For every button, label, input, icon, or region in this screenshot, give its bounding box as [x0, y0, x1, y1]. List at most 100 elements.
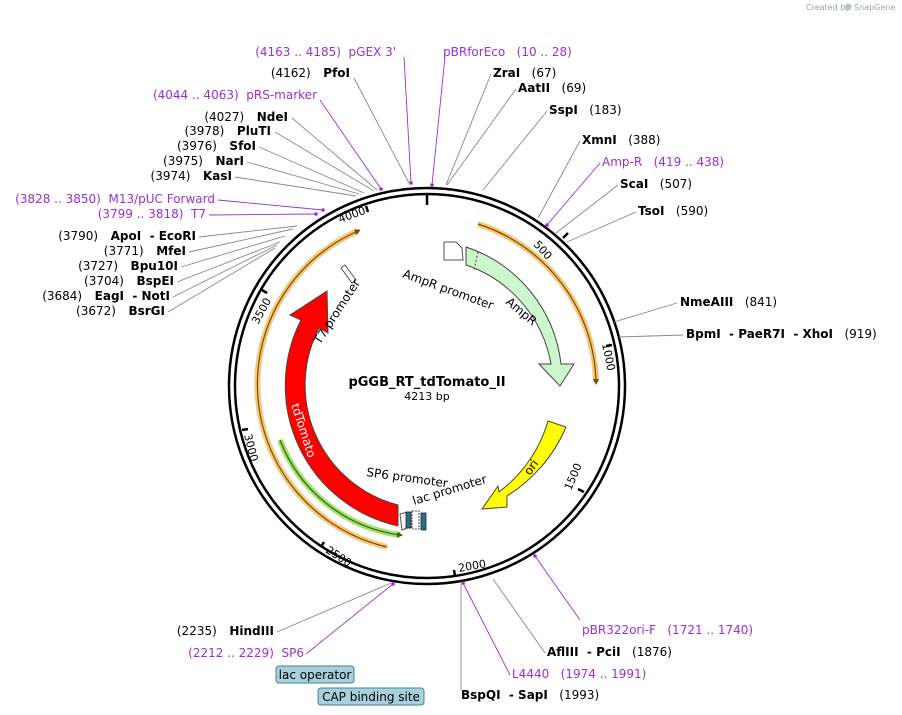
enzyme-label[interactable]: (3672) BsrGI: [76, 304, 165, 318]
enzyme-label[interactable]: (3727) Bpu10I: [78, 259, 178, 273]
tick-label-2000: 2000: [457, 557, 487, 575]
enzyme-label[interactable]: ScaI (507): [620, 177, 692, 191]
feature-ampr-promoter[interactable]: [443, 241, 464, 261]
lac-operator-label[interactable]: lac operator: [275, 665, 355, 684]
enzyme-label[interactable]: (3790) ApoI - EcoRI: [58, 229, 196, 243]
enzyme-label[interactable]: (2235) HindIII: [177, 624, 274, 638]
enzyme-position: (3978): [184, 124, 224, 138]
cap-binding-text: CAP binding site: [322, 690, 420, 704]
enzyme-label[interactable]: (4162) PfoI: [271, 66, 350, 80]
primer-site-mark: [391, 582, 395, 586]
enzyme-name: BpmI - PaeR7I - XhoI: [686, 327, 833, 341]
feature-ori[interactable]: [480, 420, 567, 510]
enzyme-position: (388): [617, 133, 661, 147]
primer-label[interactable]: (2212 .. 2229) SP6: [188, 646, 304, 660]
enzyme-label[interactable]: (3974) KasI: [151, 169, 232, 183]
leader-line: [208, 213, 317, 216]
ampr-promoter-overlap: [473, 251, 479, 271]
enzyme-name: AflIII - PciI: [547, 645, 621, 659]
enzyme-label[interactable]: BpmI - PaeR7I - XhoI (919): [686, 327, 877, 341]
primer-site-mark: [321, 208, 325, 212]
leader-line: [537, 140, 581, 219]
leader-line: [446, 88, 517, 186]
primer-label[interactable]: pBRforEco (10 .. 28): [443, 45, 572, 59]
enzyme-position: (183): [578, 103, 622, 117]
leader-line: [353, 77, 410, 184]
snapgene-logo-icon: [844, 3, 852, 11]
enzyme-label[interactable]: (4027) NdeI: [204, 110, 288, 124]
enzyme-position: (919): [833, 327, 877, 341]
enzyme-name: HindIII: [217, 624, 274, 638]
ampr-arrow: [465, 246, 575, 387]
leader-line: [246, 161, 360, 195]
primer-label[interactable]: Amp-R (419 .. 438): [602, 155, 724, 169]
primer-label[interactable]: pBR322ori-F (1721 .. 1740): [582, 623, 753, 637]
leader-line: [534, 555, 581, 621]
enzyme-name: PluTI: [224, 124, 271, 138]
primer-site-mark: [461, 581, 465, 585]
leader-lines: [167, 56, 684, 690]
enzyme-position: (3976): [177, 139, 217, 153]
leader-line: [198, 225, 298, 238]
leader-line: [618, 334, 684, 338]
primer-site-mark: [314, 212, 318, 216]
feature-small-elements[interactable]: [399, 510, 427, 531]
leader-line: [188, 228, 294, 253]
tick-1000: [605, 343, 613, 348]
outer-labels: (4163 .. 4185) pGEX 3' pBRforEco (10 .. 2…: [15, 45, 877, 702]
enzyme-label[interactable]: NmeAIII (841): [680, 295, 777, 309]
feature-t7-promoter[interactable]: [340, 264, 357, 284]
enzyme-label[interactable]: (3975) NarI: [163, 154, 244, 168]
primer-label[interactable]: (3828 .. 3850) M13/pUC Forward: [15, 192, 215, 206]
enzyme-name: TsoI: [638, 204, 664, 218]
tick-2000: [452, 569, 457, 577]
enzyme-name: NarI: [203, 154, 244, 168]
primer-site-mark: [379, 187, 383, 191]
enzyme-name: BspQI - SapI: [461, 688, 548, 702]
enzyme-position: (69): [550, 81, 586, 95]
credit-app: SnapGene: [854, 3, 895, 12]
enzyme-label[interactable]: AflIII - PciI (1876): [547, 645, 672, 659]
feature-tdtomato[interactable]: [284, 290, 399, 527]
leader-line: [431, 56, 446, 186]
enzyme-label[interactable]: (3771) MfeI: [104, 244, 186, 258]
enzyme-label[interactable]: XmnI (388): [582, 133, 660, 147]
tick-4000: [364, 205, 370, 213]
enzyme-label[interactable]: TsoI (590): [638, 204, 708, 218]
enzyme-label[interactable]: (3704) BspEI: [84, 274, 174, 288]
enzyme-name: Bpu10I: [118, 259, 178, 273]
credit-created-by: Created by: [806, 3, 850, 12]
enzyme-label[interactable]: (3684) EagI - NotI: [42, 289, 170, 303]
feature-ampr[interactable]: [465, 246, 575, 387]
enzyme-name: EagI - NotI: [82, 289, 170, 303]
primer-site-mark: [545, 223, 549, 227]
enzyme-position: (1993): [548, 688, 599, 702]
primer-label[interactable]: (4044 .. 4063) pRS-marker: [153, 88, 317, 102]
enzyme-name: AatII: [518, 81, 550, 95]
enzyme-label[interactable]: (3978) PluTI: [184, 124, 271, 138]
enzyme-name: NdeI: [244, 110, 288, 124]
enzyme-name: NmeAIII: [680, 295, 733, 309]
primer-label[interactable]: L4440 (1974 .. 1991): [512, 667, 646, 681]
enzyme-position: (67): [520, 66, 556, 80]
tick-1500: [577, 487, 585, 494]
leader-line: [291, 117, 378, 191]
orf-arc-ampr: [477, 223, 599, 385]
tdtomato-arrow: [284, 290, 399, 527]
enzyme-label[interactable]: SspI (183): [549, 103, 622, 117]
backbone-outer: [227, 186, 627, 586]
lac-operator-box: [275, 665, 355, 684]
enzyme-label[interactable]: (3976) SfoI: [177, 139, 256, 153]
cap-binding-block: [420, 512, 427, 531]
enzyme-label[interactable]: ZraI (67): [493, 66, 556, 80]
enzyme-label[interactable]: AatII (69): [518, 81, 586, 95]
leader-line: [172, 244, 278, 298]
leader-line: [613, 302, 678, 323]
feature-label-ampr-promoter: AmpR promoter: [401, 267, 495, 313]
enzyme-position: (3975): [163, 154, 203, 168]
cap-binding-label[interactable]: CAP binding site: [317, 687, 425, 706]
primer-label[interactable]: (3799 .. 3818) T7: [98, 207, 206, 221]
enzyme-label[interactable]: BspQI - SapI (1993): [461, 688, 599, 702]
leader-line: [305, 583, 394, 655]
primer-label[interactable]: (4163 .. 4185) pGEX 3': [255, 45, 396, 59]
